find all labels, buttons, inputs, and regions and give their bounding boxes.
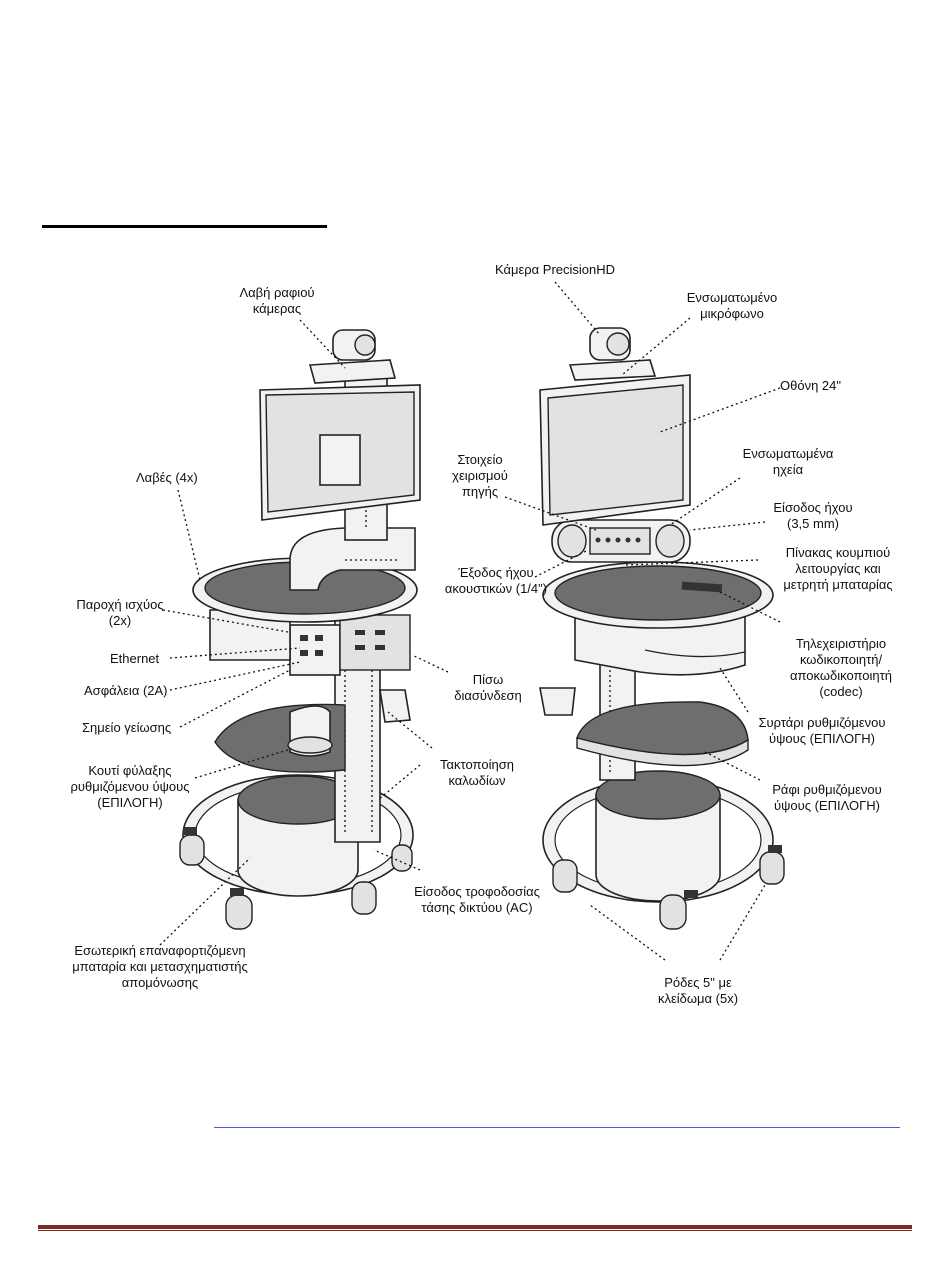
hyperlink-underline	[214, 1127, 900, 1128]
heading-underline	[42, 225, 327, 228]
label-display: Οθόνη 24"	[780, 378, 841, 393]
right-cart-front-view	[539, 327, 785, 930]
label-codec-remote: Τηλεχειριστήριο κωδικοποιητή/ αποκωδικοπ…	[789, 636, 893, 699]
label-microphone: Ενσωματωμένο μικρόφωνο	[686, 290, 778, 321]
label-casters: Ρόδες 5" με κλείδωμα (5x)	[657, 975, 739, 1006]
label-ground-point: Σημείο γείωσης	[82, 720, 172, 735]
label-headphone-out: Έξοδος ήχου ακουστικών (1/4")	[444, 565, 548, 596]
label-source-control: Στοιχείο χειρισμού πηγής	[452, 452, 508, 499]
label-battery: Εσωτερική επαναφορτιζόμενη μπαταρία και …	[72, 943, 248, 990]
label-handles: Λαβές (4x)	[136, 470, 198, 485]
label-storage-box: Κουτί φύλαξης ρυθμιζόμενου ύψους (ΕΠΙΛΟΓ…	[70, 763, 190, 810]
label-rear-connection: Πίσω διασύνδεση	[454, 672, 522, 703]
label-power-supply: Παροχή ισχύος (2x)	[76, 597, 164, 628]
label-audio-in: Είσοδος ήχου (3,5 mm)	[773, 500, 853, 531]
label-shelf: Ράφι ρυθμιζόμενου ύψους (ΕΠΙΛΟΓΗ)	[772, 782, 882, 813]
footer-rule-thick	[38, 1225, 912, 1229]
label-button-panel: Πίνακας κουμπιού λειτουργίας και μετρητή…	[783, 545, 893, 592]
label-fuse: Ασφάλεια (2A)	[84, 683, 168, 698]
label-cable-management: Τακτοποίηση καλωδίων	[440, 757, 514, 788]
label-ac-inlet: Είσοδος τροφοδοσίας τάσης δικτύου (AC)	[414, 884, 540, 915]
label-speakers: Ενσωματωμένα ηχεία	[742, 446, 834, 477]
label-drawer: Συρτάρι ρυθμιζόμενου ύψους (ΕΠΙΛΟΓΗ)	[758, 715, 886, 746]
footer-rule-thin	[38, 1230, 912, 1231]
label-ethernet: Ethernet	[110, 651, 160, 666]
label-camera: Κάμερα PrecisionHD	[494, 262, 616, 277]
left-cart-rear-view	[179, 329, 421, 930]
label-camera-shelf-handle: Λαβή ραφιού κάμερας	[239, 285, 315, 316]
callout-lines	[159, 281, 781, 961]
